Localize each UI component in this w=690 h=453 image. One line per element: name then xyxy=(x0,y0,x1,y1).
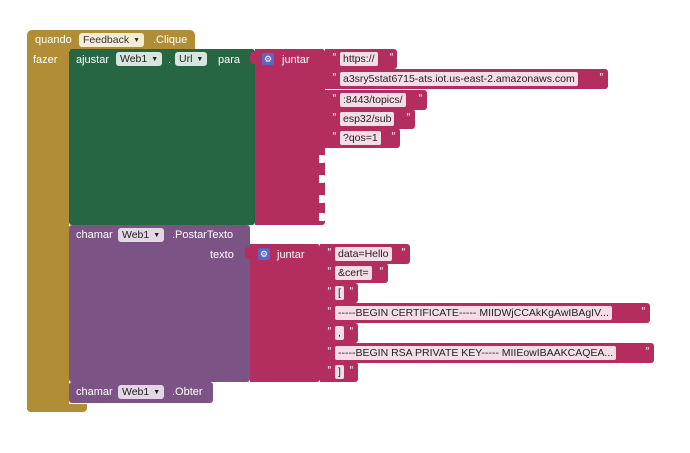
string-block[interactable]: " a3sry5stat6715-ats.iot.us-east-2.amazo… xyxy=(325,69,608,89)
quote-close: " xyxy=(401,247,406,258)
call-block-web1-postartexto[interactable] xyxy=(69,225,250,382)
property-dropdown-label: Url xyxy=(179,53,193,65)
gear-icon[interactable]: ⚙ xyxy=(262,53,274,65)
quote-open: " xyxy=(327,266,332,277)
component-dropdown-web1-get[interactable]: Web1▼ xyxy=(118,385,165,399)
component-dropdown-label: Feedback xyxy=(83,34,130,46)
quote-close: " xyxy=(389,52,394,63)
quote-close: " xyxy=(641,306,646,317)
string-block[interactable]: " -----BEGIN CERTIFICATE----- MIIDWjCCAk… xyxy=(320,303,650,323)
string-block[interactable]: " , " xyxy=(320,323,358,343)
set-block-plug xyxy=(250,52,256,64)
quote-open: " xyxy=(327,286,332,297)
string-block[interactable]: " data=Hello " xyxy=(320,244,410,264)
param-label-texto: texto xyxy=(210,249,234,261)
string-block[interactable]: " [ " xyxy=(320,283,358,303)
quote-open: " xyxy=(332,93,337,104)
quote-close: " xyxy=(418,93,423,104)
string-value[interactable]: &cert= xyxy=(335,266,372,280)
property-dropdown-url[interactable]: Url▼ xyxy=(175,52,208,66)
method-name: .Obter xyxy=(172,386,203,398)
component-dropdown-feedback[interactable]: Feedback▼ xyxy=(79,33,145,47)
quote-open: " xyxy=(332,112,337,123)
string-value[interactable]: data=Hello xyxy=(335,247,392,261)
event-block-body xyxy=(27,48,69,412)
quote-open: " xyxy=(327,346,332,357)
join-label: juntar xyxy=(277,249,305,261)
quote-open: " xyxy=(332,52,337,63)
string-value[interactable]: :8443/topics/ xyxy=(340,93,406,107)
call-block-plug xyxy=(245,247,251,259)
keyword-call: chamar xyxy=(76,386,113,398)
join-socket-2 xyxy=(319,175,327,183)
gear-icon[interactable]: ⚙ xyxy=(258,248,270,260)
quote-close: " xyxy=(391,131,396,142)
chevron-down-icon: ▼ xyxy=(133,37,141,44)
quote-open: " xyxy=(332,72,337,83)
string-block[interactable]: " &cert= " xyxy=(320,263,388,283)
join-socket-4 xyxy=(319,213,327,221)
keyword-do: fazer xyxy=(33,54,58,66)
quote-close: " xyxy=(406,112,411,123)
quote-close: " xyxy=(349,286,354,297)
quote-close: " xyxy=(645,346,650,357)
chevron-down-icon: ▼ xyxy=(153,232,161,239)
component-dropdown-web1-set[interactable]: Web1▼ xyxy=(116,52,163,66)
string-block[interactable]: " ] " xyxy=(320,362,358,382)
quote-close: " xyxy=(349,365,354,376)
event-name: .Clique xyxy=(153,34,188,46)
string-block[interactable]: " -----BEGIN RSA PRIVATE KEY----- MIIEow… xyxy=(320,343,654,363)
string-value[interactable]: ] xyxy=(335,365,344,379)
quote-open: " xyxy=(327,306,332,317)
join-socket-1 xyxy=(319,155,327,163)
method-name: .PostarTexto xyxy=(172,229,234,241)
quote-close: " xyxy=(379,266,384,277)
string-value[interactable]: [ xyxy=(335,286,344,300)
quote-open: " xyxy=(327,365,332,376)
quote-open: " xyxy=(332,131,337,142)
quote-open: " xyxy=(327,326,332,337)
join-socket-3 xyxy=(319,195,327,203)
string-value[interactable]: ?qos=1 xyxy=(340,131,381,145)
quote-open: " xyxy=(327,247,332,258)
component-dropdown-web1-post[interactable]: Web1▼ xyxy=(118,228,165,242)
keyword-when: quando xyxy=(35,34,72,46)
join-label: juntar xyxy=(282,54,310,66)
quote-close: " xyxy=(349,326,354,337)
event-block-footer xyxy=(27,404,87,412)
string-value[interactable]: , xyxy=(335,326,344,340)
string-block[interactable]: " esp32/sub " xyxy=(325,109,415,129)
string-value[interactable]: esp32/sub xyxy=(340,112,395,126)
keyword-set: ajustar xyxy=(76,54,110,66)
set-block-web1-url[interactable] xyxy=(69,49,255,225)
keyword-to: para xyxy=(218,54,241,66)
string-block[interactable]: " ?qos=1 " xyxy=(325,128,400,148)
string-block[interactable]: " :8443/topics/ " xyxy=(325,90,427,110)
chevron-down-icon: ▼ xyxy=(151,56,159,63)
join-block-url[interactable] xyxy=(255,49,325,225)
keyword-call: chamar xyxy=(76,229,113,241)
string-value[interactable]: -----BEGIN RSA PRIVATE KEY----- MIIEowIB… xyxy=(335,346,617,360)
component-dropdown-label: Web1 xyxy=(122,386,150,398)
dot-separator: . xyxy=(168,54,172,66)
string-block[interactable]: " https:// " xyxy=(325,49,397,69)
chevron-down-icon: ▼ xyxy=(196,56,204,63)
component-dropdown-label: Web1 xyxy=(120,53,148,65)
string-value[interactable]: -----BEGIN CERTIFICATE----- MIIDWjCCAkKg… xyxy=(335,306,612,320)
component-dropdown-label: Web1 xyxy=(122,229,150,241)
join-block-body[interactable] xyxy=(250,244,320,382)
chevron-down-icon: ▼ xyxy=(153,389,161,396)
string-value[interactable]: https:// xyxy=(340,52,378,66)
quote-close: " xyxy=(599,72,604,83)
string-value[interactable]: a3sry5stat6715-ats.iot.us-east-2.amazona… xyxy=(340,72,578,86)
